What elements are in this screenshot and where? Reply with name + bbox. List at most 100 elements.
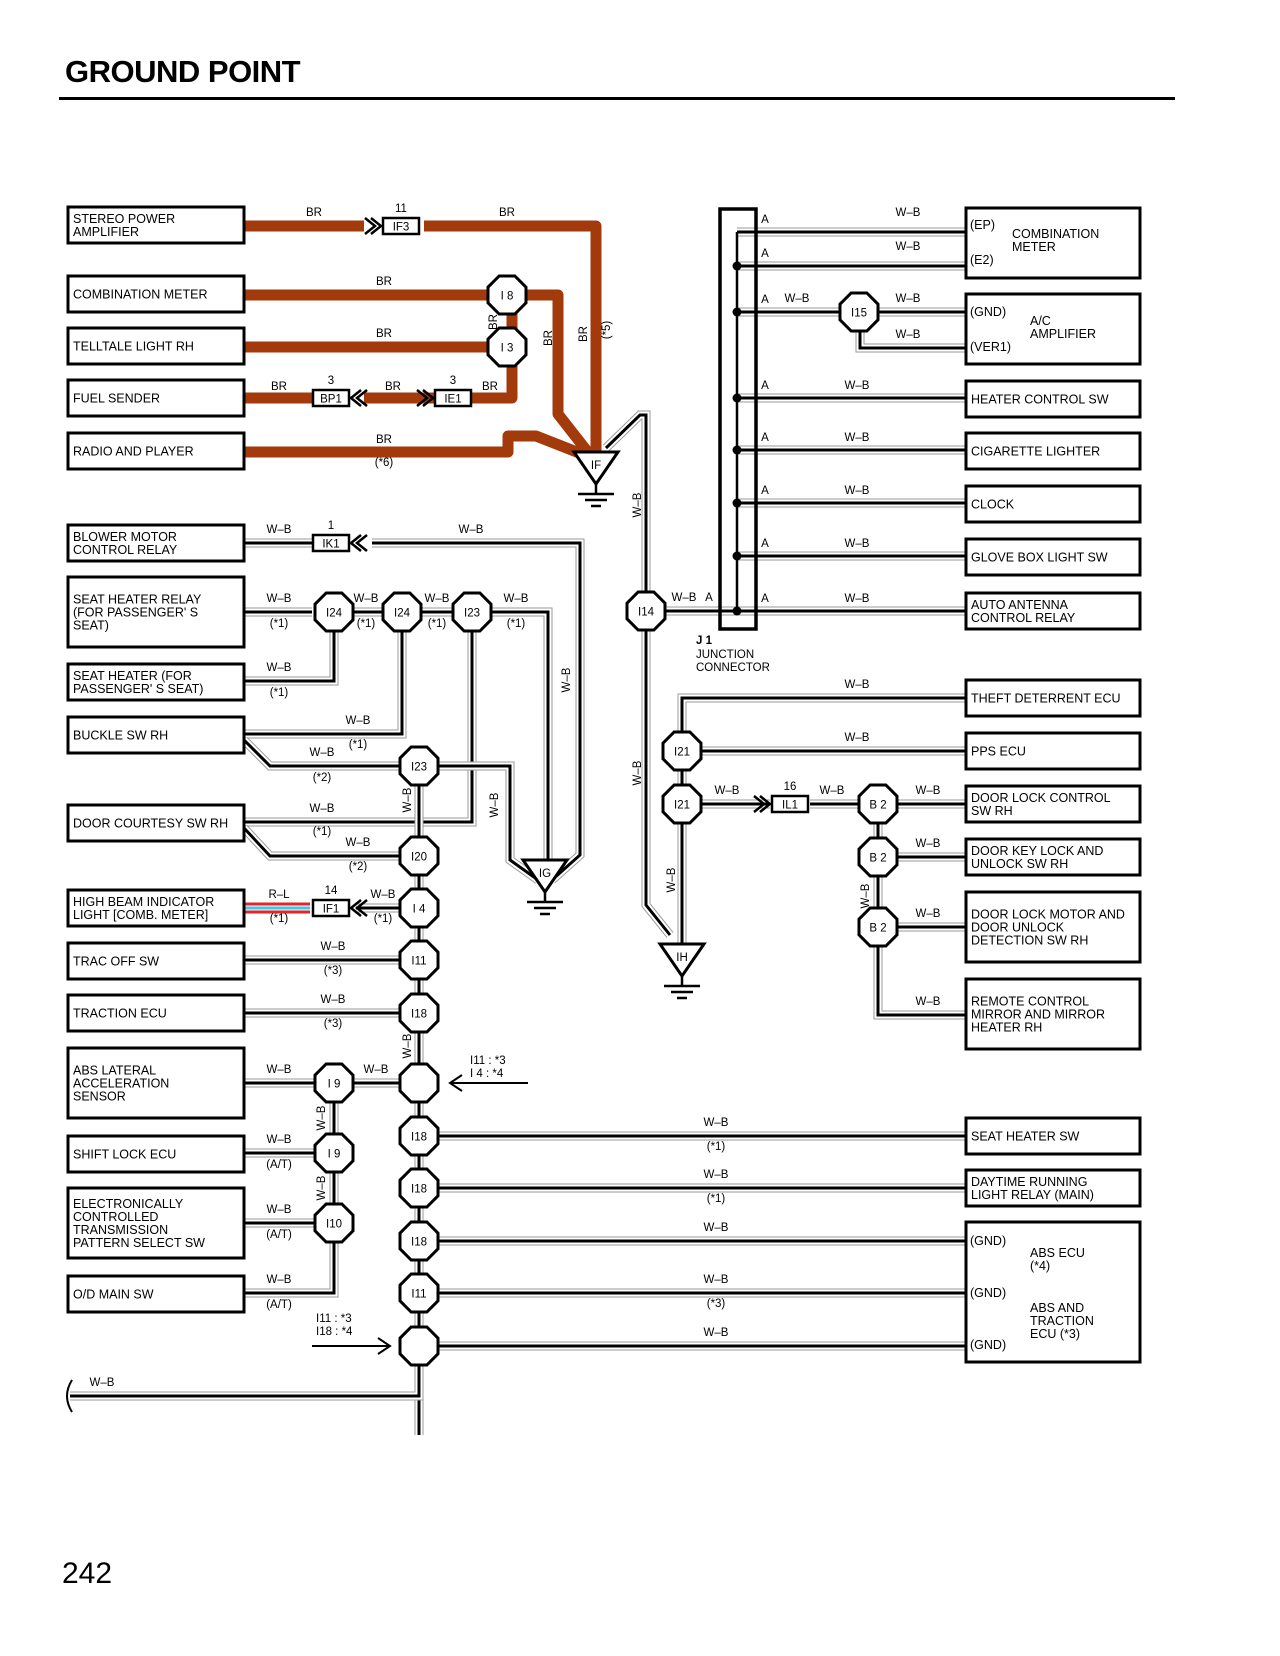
wire-label: (*1) — [270, 913, 289, 925]
component-seat-heater-relay — [66, 575, 246, 649]
component-abs-lateral-sensor-text: ACCELERATION — [73, 1077, 169, 1091]
wire-label-vertical: BR — [578, 326, 590, 342]
component-door-lock-motor-text: DOOR LOCK MOTOR AND — [971, 908, 1125, 922]
wire-label: W–B — [267, 662, 292, 674]
splice-i18-upper-label: I18 — [411, 1009, 427, 1021]
component-door-lock-motor — [964, 890, 1142, 964]
splice-i11-lower — [398, 1272, 440, 1314]
component-pps-ecu — [964, 731, 1142, 771]
component-stereo-power-amplifier-text: STEREO POWER — [73, 212, 175, 226]
ground-point-ig — [520, 858, 570, 916]
component-blower-motor-control-relay-text: CONTROL RELAY — [73, 543, 178, 557]
pin-ep: (EP) — [970, 218, 995, 232]
splice-i18-c — [398, 1167, 440, 1209]
wire-label-vertical: W–B — [561, 667, 573, 692]
wire-label: W–B — [267, 1204, 292, 1216]
wire-label: W–B — [267, 593, 292, 605]
chevron-icon — [348, 899, 368, 917]
splice-i24-right — [381, 591, 423, 633]
wire-label: W–B — [820, 785, 845, 797]
connector-bp1-pin: 3 — [328, 375, 334, 387]
wire-label-vertical: W–B — [402, 1033, 414, 1058]
component-remote-control-mirror-text: HEATER RH — [971, 1021, 1042, 1035]
wire-label: W–B — [845, 732, 870, 744]
component-daytime-running-light-relay-text: DAYTIME RUNNING — [971, 1175, 1087, 1189]
component-ect-pattern-select-sw — [66, 1186, 246, 1260]
wire-label: (*1) — [349, 739, 368, 751]
component-traction-ecu-text: TRACTION ECU — [73, 1007, 167, 1021]
wire-label: R–L — [268, 889, 290, 901]
abs-ecu-pin-gnd: (GND) — [970, 1234, 1006, 1248]
wire-label-vertical: W–B — [316, 1175, 328, 1200]
splice-i23-lower — [398, 745, 440, 787]
wire-break-icon — [66, 1379, 73, 1413]
title-rule — [59, 97, 1175, 100]
splice-i18-b-label: I18 — [411, 1132, 427, 1144]
component-abs-lateral-sensor-text: ABS LATERAL — [73, 1064, 156, 1078]
splice-i11-upper — [398, 939, 440, 981]
component-ect-pattern-select-sw-text: ELECTRONICALLY — [73, 1197, 184, 1211]
ground-point-if — [571, 450, 621, 508]
components — [66, 205, 1142, 1413]
component-blower-motor-control-relay — [66, 523, 246, 563]
component-clock-text: CLOCK — [971, 498, 1015, 512]
chevron-icon — [416, 389, 436, 407]
wire-label: W–B — [364, 1064, 389, 1076]
wire-label: W–B — [267, 524, 292, 536]
abs-ecu-title: ABS ECU — [1030, 1246, 1085, 1260]
wire-label: W–B — [896, 207, 921, 219]
component-cigarette-lighter-text: CIGARETTE LIGHTER — [971, 445, 1100, 459]
component-theft-deterrent-ecu — [964, 678, 1142, 718]
wire-label: (*1) — [270, 618, 289, 630]
splice-i18-d — [398, 1220, 440, 1262]
component-shift-lock-ecu-text: SHIFT LOCK ECU — [73, 1148, 176, 1162]
abs-ecu-pin-gnd: (GND) — [970, 1338, 1006, 1352]
splice-i4-label: I 4 — [413, 904, 426, 916]
pin-label-a: A — [761, 538, 769, 550]
component-seat-heater-text: PASSENGER' S SEAT) — [73, 682, 203, 696]
pin-label-a: A — [761, 485, 769, 497]
component-trac-off-sw — [66, 941, 246, 981]
component-stereo-power-amplifier — [66, 205, 246, 245]
wire-label: (*6) — [375, 457, 394, 469]
wire-label: (*1) — [270, 687, 289, 699]
splice-unlabeled-upper — [398, 1062, 440, 1104]
connector-if3-pin: 11 — [395, 203, 407, 215]
component-remote-control-mirror — [964, 977, 1142, 1051]
connector-ie1-name: IE1 — [444, 394, 461, 406]
abs-traction-ecu-title: TRACTION — [1030, 1314, 1094, 1328]
component-theft-deterrent-ecu-text: THEFT DETERRENT ECU — [971, 692, 1121, 706]
ac-amplifier-title: AMPLIFIER — [1030, 327, 1096, 341]
splice-i3 — [486, 326, 528, 368]
component-remote-control-mirror-text: MIRROR AND MIRROR — [971, 1008, 1105, 1022]
component-combination-meter-right — [964, 206, 1142, 280]
component-radio-and-player — [66, 431, 246, 471]
wire-label: W–B — [916, 996, 941, 1008]
wire-label-vertical: W–B — [316, 1105, 328, 1130]
splice-b2-lower — [857, 906, 899, 948]
splice-b2-lower-label: B 2 — [869, 923, 886, 935]
connector-bp1-name: BP1 — [320, 394, 342, 406]
splice-i8-label: I 8 — [501, 291, 514, 303]
wire-label: BR — [499, 207, 515, 219]
junction-dot — [732, 551, 742, 561]
junction-connector-name: JUNCTION — [696, 649, 754, 661]
combination-meter-right-title: METER — [1012, 240, 1056, 254]
component-shift-lock-ecu — [66, 1134, 246, 1174]
wire-label: W–B — [267, 1134, 292, 1146]
component-door-key-lock-unlock-sw-rh-text: UNLOCK SW RH — [971, 857, 1068, 871]
splice-i23-upper — [451, 591, 493, 633]
splice-note: I18 : *4 — [316, 1326, 353, 1338]
br-wire — [244, 430, 595, 464]
wire-label: W–B — [845, 485, 870, 497]
wire-label: A — [705, 592, 713, 604]
wire-label: (*1) — [313, 826, 332, 838]
wb-wire — [244, 1242, 339, 1298]
wire-label: BR — [306, 207, 322, 219]
splice-b2-upper — [857, 783, 899, 825]
splice-i23-upper-label: I23 — [464, 608, 480, 620]
component-glove-box-light-sw-text: GLOVE BOX LIGHT SW — [971, 551, 1108, 565]
chevron-icon — [753, 795, 773, 813]
wire-label: (A/T) — [266, 1229, 292, 1241]
